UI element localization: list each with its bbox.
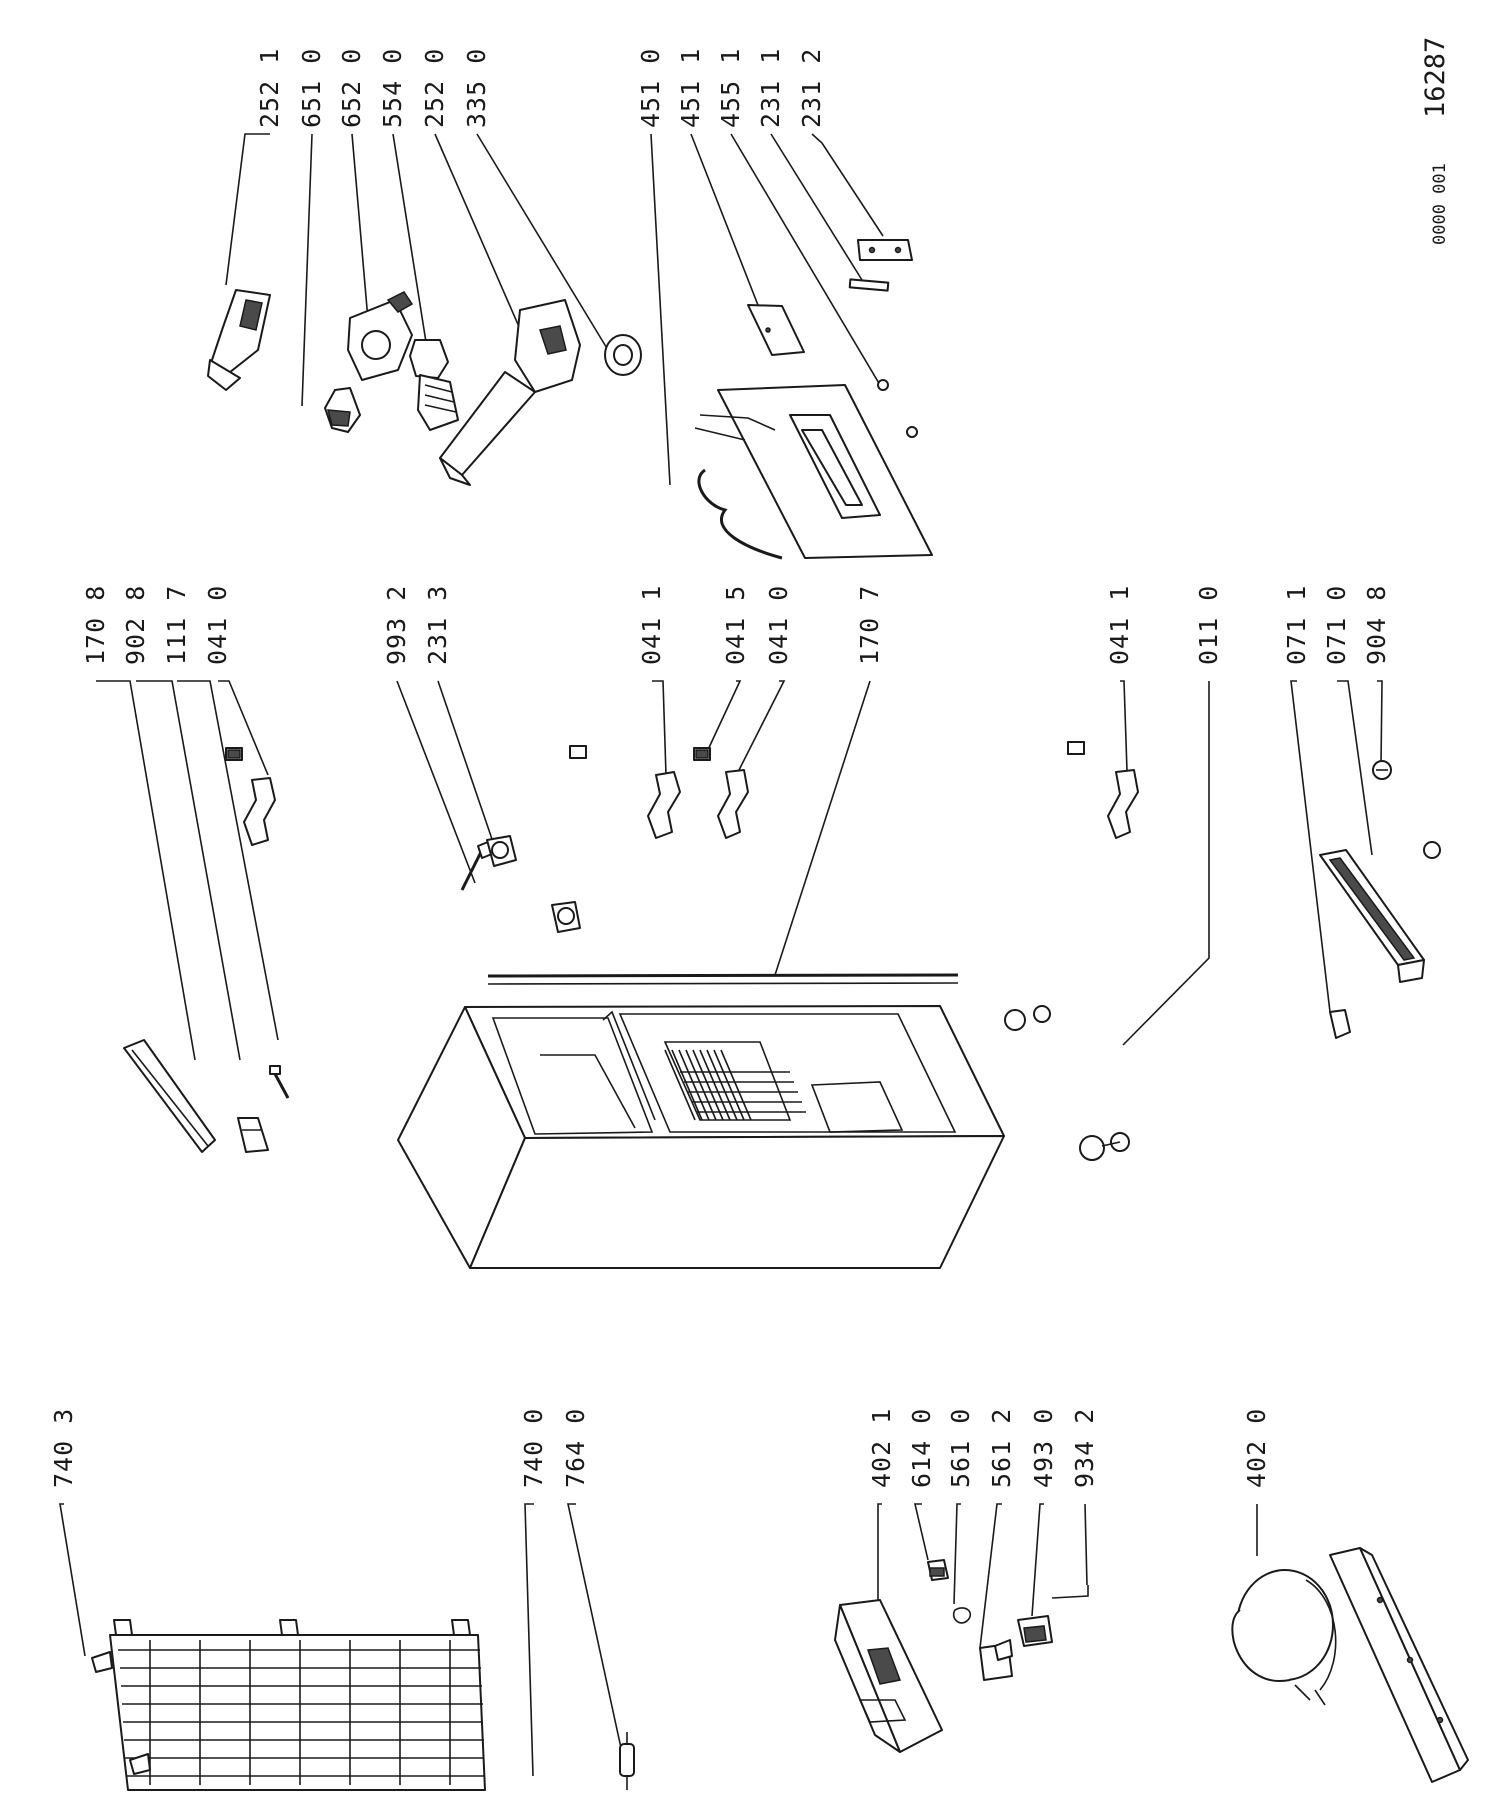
part-label-402-1: 402 1 — [867, 1408, 896, 1488]
part-label-904-8: 904 8 — [1362, 585, 1391, 665]
leveling-foot-011-0-b — [1004, 1005, 1051, 1031]
hinge-041-1-b — [1067, 741, 1139, 839]
part-label-764-0: 764 0 — [561, 1408, 590, 1488]
screw-904-8-b — [1423, 841, 1441, 859]
capacitor-561-0 — [952, 1607, 972, 1624]
part-label-231-1: 231 1 — [756, 48, 785, 128]
drier-764-0 — [619, 1732, 635, 1790]
bracket-451-1 — [747, 304, 805, 356]
part-label-252-1: 252 1 — [255, 48, 284, 128]
cap-902-8 — [237, 1117, 269, 1153]
relay-561-2 — [979, 1639, 1013, 1681]
hinge-cover-041-5 — [693, 747, 711, 761]
ring-335-0 — [604, 334, 642, 376]
part-label-231-2: 231 2 — [797, 48, 826, 128]
part-label-071-1: 071 1 — [1282, 585, 1311, 665]
part-label-493-0: 493 0 — [1029, 1408, 1058, 1488]
overload-614-0 — [927, 1559, 949, 1581]
part-label-451-1: 451 1 — [676, 48, 705, 128]
part-label-170-7: 170 7 — [855, 585, 884, 665]
part-label-561-0: 561 0 — [946, 1408, 975, 1488]
screw-904-8 — [1372, 760, 1392, 780]
part-label-071-0: 071 0 — [1322, 585, 1351, 665]
compressor-402-0 — [1231, 1547, 1469, 1783]
handle-071-1 — [1329, 1009, 1351, 1039]
refrigerator-cabinet — [397, 1005, 1005, 1269]
back-panel-451-0 — [694, 384, 933, 560]
part-label-740-3: 740 3 — [49, 1408, 78, 1488]
part-label-041-1-a: 041 1 — [637, 585, 666, 665]
screw-455-1 — [877, 379, 889, 391]
part-label-993-2: 993 2 — [382, 585, 411, 665]
part-label-011-0: 011 0 — [1194, 585, 1223, 665]
part-label-902-8: 902 8 — [121, 585, 150, 665]
part-label-651-0: 651 0 — [297, 48, 326, 128]
part-label-252-0: 252 0 — [420, 48, 449, 128]
part-label-111-7: 111 7 — [162, 585, 191, 665]
part-label-041-0-a: 041 0 — [203, 585, 232, 665]
thermostat-652-0 — [347, 291, 414, 381]
part-label-652-0: 652 0 — [337, 48, 366, 128]
hinge-041-0-a — [225, 747, 276, 846]
part-label-740-0: 740 0 — [519, 1408, 548, 1488]
hinge-231-2 — [857, 239, 913, 261]
condenser-740-0 — [109, 1619, 486, 1791]
part-label-231-3: 231 3 — [423, 585, 452, 665]
foot-231-3-b — [551, 901, 581, 933]
part-label-402-0: 402 0 — [1242, 1408, 1271, 1488]
screw-455-1-b — [906, 426, 918, 438]
clip-740-3 — [91, 1651, 113, 1673]
thermostat-housing-252-1 — [207, 289, 271, 391]
part-label-934-2: 934 2 — [1070, 1408, 1099, 1488]
part-label-041-1-b: 041 1 — [1105, 585, 1134, 665]
drawing-number: 16287 — [1420, 37, 1451, 118]
pin-111-7 — [269, 1065, 290, 1099]
part-label-561-2: 561 2 — [987, 1408, 1016, 1488]
relay-box-402-1 — [834, 1599, 943, 1753]
leader-lines — [59, 133, 1383, 1777]
document-id-code: 0000 001 — [1430, 163, 1450, 245]
lamp-bulb-651-0 — [324, 387, 361, 433]
part-label-335-0: 335 0 — [462, 48, 491, 128]
part-label-170-8: 170 8 — [81, 585, 110, 665]
foot-231-3 — [486, 835, 517, 867]
hinge-231-1 — [848, 278, 890, 292]
light-housing-252-0 — [439, 299, 581, 486]
cover-493-0 — [1017, 1615, 1053, 1647]
part-label-041-5: 041 5 — [721, 585, 750, 665]
part-label-614-0: 614 0 — [907, 1408, 936, 1488]
leveling-foot-011-0 — [1079, 1132, 1130, 1161]
hinge-041-1-a — [569, 745, 681, 839]
part-label-451-0: 451 0 — [636, 48, 665, 128]
sensor-993-2 — [460, 841, 493, 891]
handle-071-0 — [1319, 849, 1425, 983]
trim-strip-170-8 — [123, 1039, 216, 1153]
clip-740-3-b — [129, 1753, 151, 1775]
door-seal-170-7 — [487, 973, 959, 985]
wire-934-2 — [1051, 1585, 1089, 1599]
part-label-455-1: 455 1 — [716, 48, 745, 128]
hinge-041-0-b — [717, 769, 749, 839]
part-label-554-0: 554 0 — [378, 48, 407, 128]
fan-grille — [664, 1049, 752, 1121]
part-label-041-0-b: 041 0 — [764, 585, 793, 665]
knob-554-0 — [409, 339, 459, 431]
